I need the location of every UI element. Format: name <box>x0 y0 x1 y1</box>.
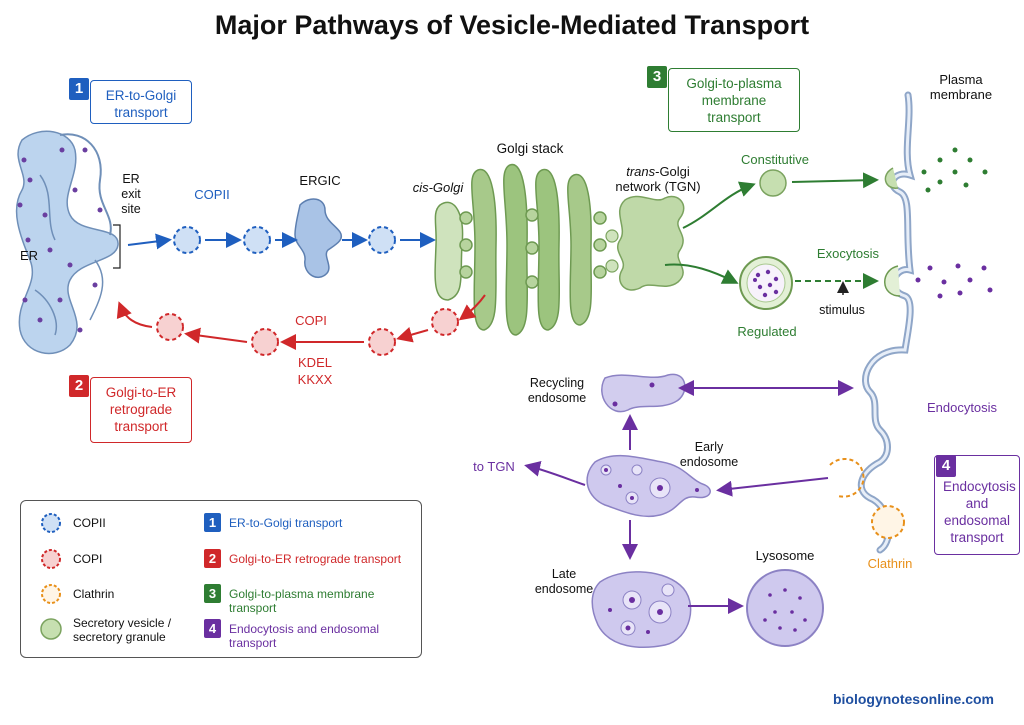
constitutive-secretion-dots <box>921 147 988 193</box>
constitutive-label: Constitutive <box>741 152 809 167</box>
er-exit-site-label: ER exit site <box>121 172 141 216</box>
endocytosis-label: Endocytosis <box>926 400 998 415</box>
to-tgn-label: to TGN <box>473 459 515 474</box>
legend-pathway-4: Endocytosis and endosomal transport <box>229 622 380 650</box>
pathway-box-2: Golgi-to-ER retrograde transport <box>90 377 192 443</box>
recycling-endosome-label: Recycling endosome <box>527 376 587 405</box>
lysosome <box>746 569 824 647</box>
copi-label: COPI <box>295 313 327 328</box>
copi-vesicle-icon <box>41 549 61 569</box>
er-label: ER <box>19 248 39 263</box>
legend-pathway-1: ER-to-Golgi transport <box>229 516 343 530</box>
legend: COPII COPI Clathrin Secretory vesicle / … <box>20 500 422 658</box>
tgn-organelle <box>617 195 685 291</box>
kkxx-label: KKXX <box>297 372 333 387</box>
legend-icons <box>40 513 62 640</box>
legend-pathway-2: Golgi-to-ER retrograde transport <box>229 552 402 566</box>
pathway-badge-1: 1 <box>69 78 89 100</box>
copii-vesicles <box>173 226 396 254</box>
pathway-box-4: Endocytosis and endosomal transport <box>934 455 1020 555</box>
recycling-endosome <box>601 373 686 413</box>
pathway-box-1: ER-to-Golgi transport <box>90 80 192 124</box>
fusion-pores <box>884 167 901 297</box>
golgi-stack <box>434 163 607 336</box>
regulated-label: Regulated <box>737 324 797 339</box>
golgi-to-er-arrows <box>116 294 486 350</box>
legend-badge-4: 4 <box>204 619 221 638</box>
legend-badge-3: 3 <box>204 584 221 603</box>
legend-badge-2: 2 <box>204 549 221 568</box>
golgi-to-pm-arrows <box>664 172 879 289</box>
legend-label-copii: COPII <box>73 516 106 530</box>
secretory-granule <box>739 256 793 310</box>
plasma-membrane <box>857 91 916 554</box>
endocytosis-arrows <box>524 380 854 614</box>
secretory-vesicle-icon <box>40 618 62 640</box>
kdel-label: KDEL <box>298 355 332 370</box>
pathway-badge-3: 3 <box>647 66 667 88</box>
legend-pathway-3: Golgi-to-plasma membrane transport <box>229 587 375 615</box>
early-endosome <box>586 454 711 517</box>
late-endosome-label: Late endosome <box>534 567 594 596</box>
cis-golgi-label: cis-Golgi <box>412 180 464 195</box>
plasma-membrane-label: Plasma membrane <box>929 72 993 102</box>
copi-vesicles <box>156 308 459 356</box>
tgn-label-rest: -Golgi <box>655 164 690 179</box>
clathrin-label: Clathrin <box>867 556 913 571</box>
diagram-title: Major Pathways of Vesicle-Mediated Trans… <box>214 10 810 40</box>
golgi-stack-label: Golgi stack <box>496 141 564 156</box>
legend-label-secretory: Secretory vesicle / secretory granule <box>73 616 172 644</box>
copii-vesicle-icon <box>41 513 61 533</box>
website-credit[interactable]: biologynotesonline.com <box>832 691 994 707</box>
lysosome-label: Lysosome <box>755 548 815 563</box>
legend-badge-1: 1 <box>204 513 221 532</box>
tgn-label-line2: network (TGN) <box>615 179 701 194</box>
legend-label-clathrin: Clathrin <box>73 587 115 601</box>
tgn-label-italic: trans <box>626 164 656 179</box>
pathway-box-3: Golgi-to-plasma membrane transport <box>668 68 800 132</box>
constitutive-vesicle <box>759 169 787 197</box>
ergic-label: ERGIC <box>299 173 341 188</box>
copii-label: COPII <box>194 187 230 202</box>
legend-label-copi: COPI <box>73 552 103 566</box>
late-endosome <box>591 571 692 648</box>
er-organelle <box>15 130 119 355</box>
ergic-organelle <box>294 198 342 279</box>
clathrin-coated-pits <box>829 458 905 539</box>
pathway-badge-4: 4 <box>936 455 956 477</box>
er-exit-site-bracket <box>113 224 121 269</box>
regulated-secretion-dots <box>915 263 993 299</box>
early-endosome-label: Early endosome <box>679 440 739 469</box>
tgn-label: trans-Golgi network (TGN) <box>598 164 718 194</box>
pathway-badge-2: 2 <box>69 375 89 397</box>
stimulus-label: stimulus <box>819 303 865 317</box>
er-to-golgi-arrows <box>127 232 436 250</box>
clathrin-vesicle-icon <box>41 584 61 604</box>
exocytosis-label: Exocytosis <box>816 246 880 261</box>
